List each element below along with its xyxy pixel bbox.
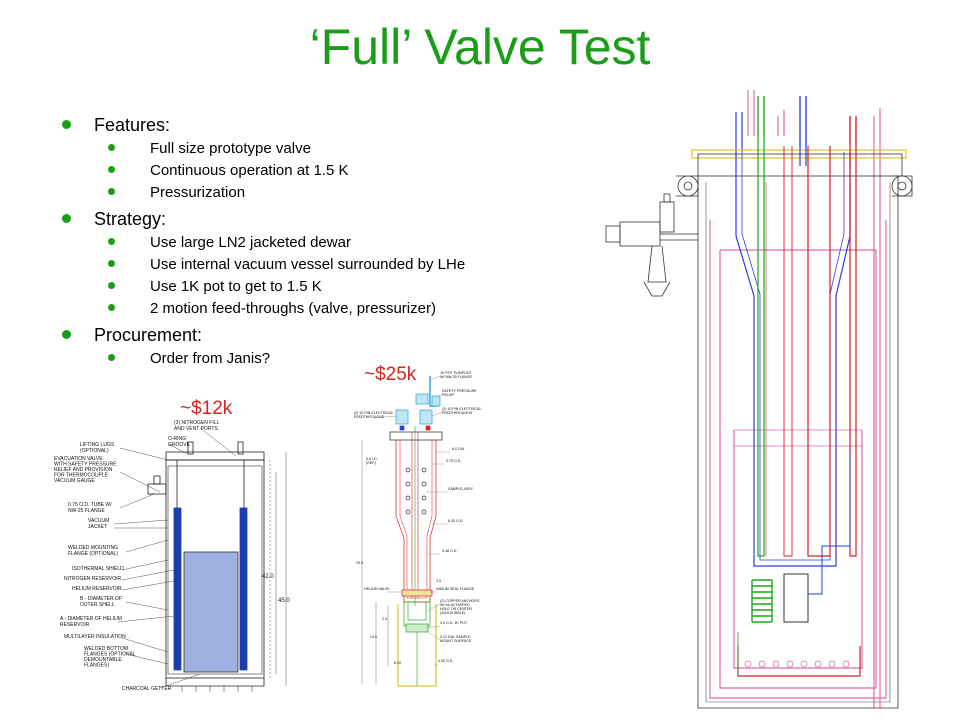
section-strategy-heading: Strategy: [56, 208, 616, 230]
svg-text:42.0: 42.0 [262, 574, 274, 580]
bullet-dot-icon [108, 188, 115, 195]
list-item-text: Full size prototype valve [150, 140, 311, 157]
svg-text:2.0: 2.0 [382, 617, 387, 621]
svg-text:0.75 O.D. TUBE W/NW-25 FLANGE: 0.75 O.D. TUBE W/NW-25 FLANGE [68, 502, 112, 514]
valve-test-cryostat-drawing [605, 90, 913, 709]
bullet-list: Features: Full size prototype valve Cont… [56, 108, 616, 368]
svg-text:14.0: 14.0 [370, 635, 377, 639]
svg-text:6.25 O.D.: 6.25 O.D. [448, 519, 463, 523]
list-item: Use internal vacuum vessel surrounded by… [56, 255, 616, 274]
svg-text:29.0: 29.0 [356, 561, 363, 565]
list-item: Use 1K pot to get to 1.5 K [56, 277, 616, 296]
bullet-dot-icon [108, 282, 115, 289]
svg-text:5.38 O.D.: 5.38 O.D. [442, 549, 457, 553]
small-dewar-price: ~$12k [180, 398, 233, 419]
list-item: Use large LN2 jacketed dewar [56, 233, 616, 252]
svg-text:MULTILAYER INSULATION: MULTILAYER INSULATION [64, 634, 126, 640]
section-features-heading: Features: [56, 114, 616, 136]
cryostat-price: ~$25k [364, 364, 417, 385]
bullet-dot-icon [108, 144, 115, 151]
svg-text:NITROGEN RESERVOIR: NITROGEN RESERVOIR [64, 576, 122, 582]
svg-text:45.0: 45.0 [278, 598, 290, 604]
list-item: Pressurization [56, 183, 616, 202]
section-heading-text: Features: [94, 115, 171, 135]
list-item-text: Use 1K pot to get to 1.5 K [150, 278, 322, 295]
bullet-dot-icon [62, 330, 71, 339]
svg-text:6.0 DIA.: 6.0 DIA. [452, 447, 465, 451]
list-item-text: Use internal vacuum vessel surrounded by… [150, 256, 466, 273]
bullet-dot-icon [108, 238, 115, 245]
svg-text:LIFTING LUGS(OPTIONAL): LIFTING LUGS(OPTIONAL) [80, 442, 115, 454]
svg-text:4.00 O.D.: 4.00 O.D. [438, 659, 453, 663]
list-item: Order from Janis? [56, 349, 616, 368]
list-item-text: Continuous operation at 1.5 K [150, 162, 349, 179]
bullet-dot-icon [62, 120, 71, 129]
section-procurement-heading: Procurement: [56, 324, 616, 346]
bullet-dot-icon [108, 354, 115, 361]
svg-text:3.0 O.D. 1K POT: 3.0 O.D. 1K POT [440, 621, 468, 625]
slide-title: ‘Full’ Valve Test [309, 19, 651, 75]
svg-text:3.75 O.D.: 3.75 O.D. [446, 459, 461, 463]
svg-text:HELIUM RESERVOIR: HELIUM RESERVOIR [72, 586, 122, 592]
svg-text:3.5: 3.5 [436, 579, 441, 583]
svg-text:ISOTHERMAL SHIELD: ISOTHERMAL SHIELD [72, 566, 124, 572]
list-item: Full size prototype valve [56, 139, 616, 158]
list-item-text: Order from Janis? [150, 350, 271, 367]
svg-text:SAMPLE ASSY: SAMPLE ASSY [448, 487, 474, 491]
svg-text:INDIUM SEAL FLANGE: INDIUM SEAL FLANGE [436, 587, 475, 591]
list-item-text: Pressurization [150, 184, 246, 201]
svg-text:HELIUM VALVE: HELIUM VALVE [364, 587, 390, 591]
section-heading-text: Strategy: [94, 209, 167, 229]
list-item-text: 2 motion feed-throughs (valve, pressuriz… [150, 300, 436, 317]
bullet-dot-icon [108, 166, 115, 173]
list-item: 2 motion feed-throughs (valve, pressuriz… [56, 299, 616, 318]
list-item: Continuous operation at 1.5 K [56, 161, 616, 180]
bullet-dot-icon [108, 260, 115, 267]
bullet-dot-icon [108, 304, 115, 311]
svg-text:6.6 I.D.(REF.): 6.6 I.D.(REF.) [366, 457, 378, 465]
svg-text:CHARCOAL GETTER: CHARCOAL GETTER [122, 686, 172, 692]
section-heading-text: Procurement: [94, 325, 203, 345]
list-item-text: Use large LN2 jacketed dewar [150, 234, 351, 251]
bullet-dot-icon [62, 214, 71, 223]
